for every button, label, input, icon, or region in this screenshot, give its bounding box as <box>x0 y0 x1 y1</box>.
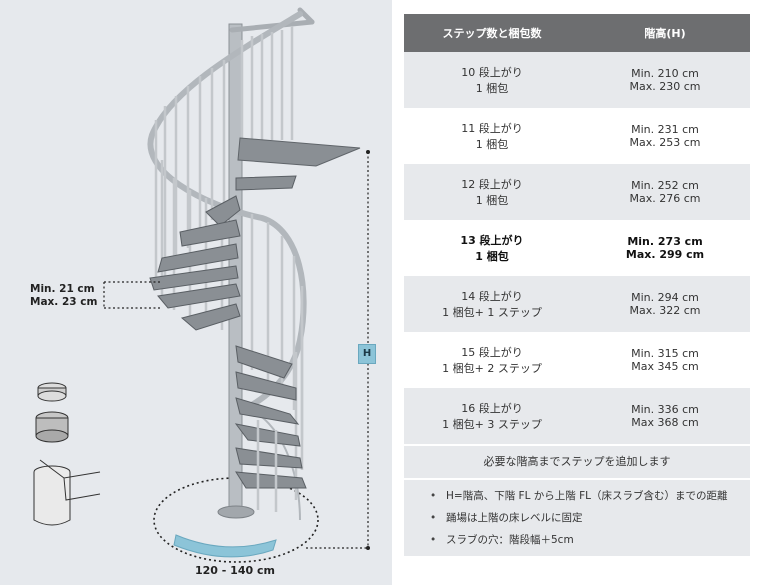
riser-min-label: Min. 21 cm <box>30 283 95 295</box>
package-cell: 1 梱包 <box>404 192 580 220</box>
header-height: 階高(H) <box>580 14 750 52</box>
steps-cell: 12 段上がり <box>404 164 580 192</box>
table-header-row: ステップ数と梱包数 階高(H) <box>404 14 750 52</box>
spiral-staircase-drawing <box>33 7 370 563</box>
steps-cell: 13 段上がり <box>404 220 580 248</box>
note-item: 踊場は上階の床レベルに固定 <box>426 510 750 532</box>
min-height-cell: Min. 210 cm <box>580 52 750 80</box>
package-cell: 1 梱包 <box>404 248 580 276</box>
max-height-cell: Max. 322 cm <box>580 304 750 332</box>
min-height-cell: Min. 315 cm <box>580 332 750 360</box>
note-item: スラブの穴：階段幅＋5cm <box>426 532 750 554</box>
stair-width-label: 120 - 140 cm <box>195 564 275 577</box>
riser-max-label: Max. 23 cm <box>30 296 98 308</box>
notes-list: H=階高、下階 FL から上階 FL（床スラブ含む）までの距離 踊場は上階の床レ… <box>404 480 750 556</box>
note-item: H=階高、下階 FL から上階 FL（床スラブ含む）までの距離 <box>426 488 750 510</box>
max-height-cell: Max. 253 cm <box>580 136 750 164</box>
steps-cell: 10 段上がり <box>404 52 580 80</box>
package-cell: 1 梱包+ 1 ステップ <box>404 304 580 332</box>
min-height-cell: Min. 252 cm <box>580 164 750 192</box>
steps-cell: 16 段上がり <box>404 388 580 416</box>
staircase-illustration: Min. 21 cm Max. 23 cm H 120 - 140 cm <box>0 0 392 585</box>
package-cell: 1 梱包+ 2 ステップ <box>404 360 580 388</box>
min-height-cell: Min. 273 cm <box>580 220 750 248</box>
max-height-cell: Max 345 cm <box>580 360 750 388</box>
steps-cell: 15 段上がり <box>404 332 580 360</box>
max-height-cell: Max 368 cm <box>580 416 750 444</box>
steps-cell: 14 段上がり <box>404 276 580 304</box>
max-height-cell: Max. 299 cm <box>580 248 750 276</box>
package-cell: 1 梱包+ 3 ステップ <box>404 416 580 444</box>
min-height-cell: Min. 336 cm <box>580 388 750 416</box>
package-cell: 1 梱包 <box>404 80 580 108</box>
header-steps: ステップ数と梱包数 <box>404 14 580 52</box>
steps-cell: 11 段上がり <box>404 108 580 136</box>
min-height-cell: Min. 294 cm <box>580 276 750 304</box>
add-steps-note: 必要な階高までステップを追加します <box>404 446 750 478</box>
max-height-cell: Max. 276 cm <box>580 192 750 220</box>
min-height-cell: Min. 231 cm <box>580 108 750 136</box>
package-cell: 1 梱包 <box>404 136 580 164</box>
height-badge: H <box>358 344 376 364</box>
max-height-cell: Max. 230 cm <box>580 80 750 108</box>
